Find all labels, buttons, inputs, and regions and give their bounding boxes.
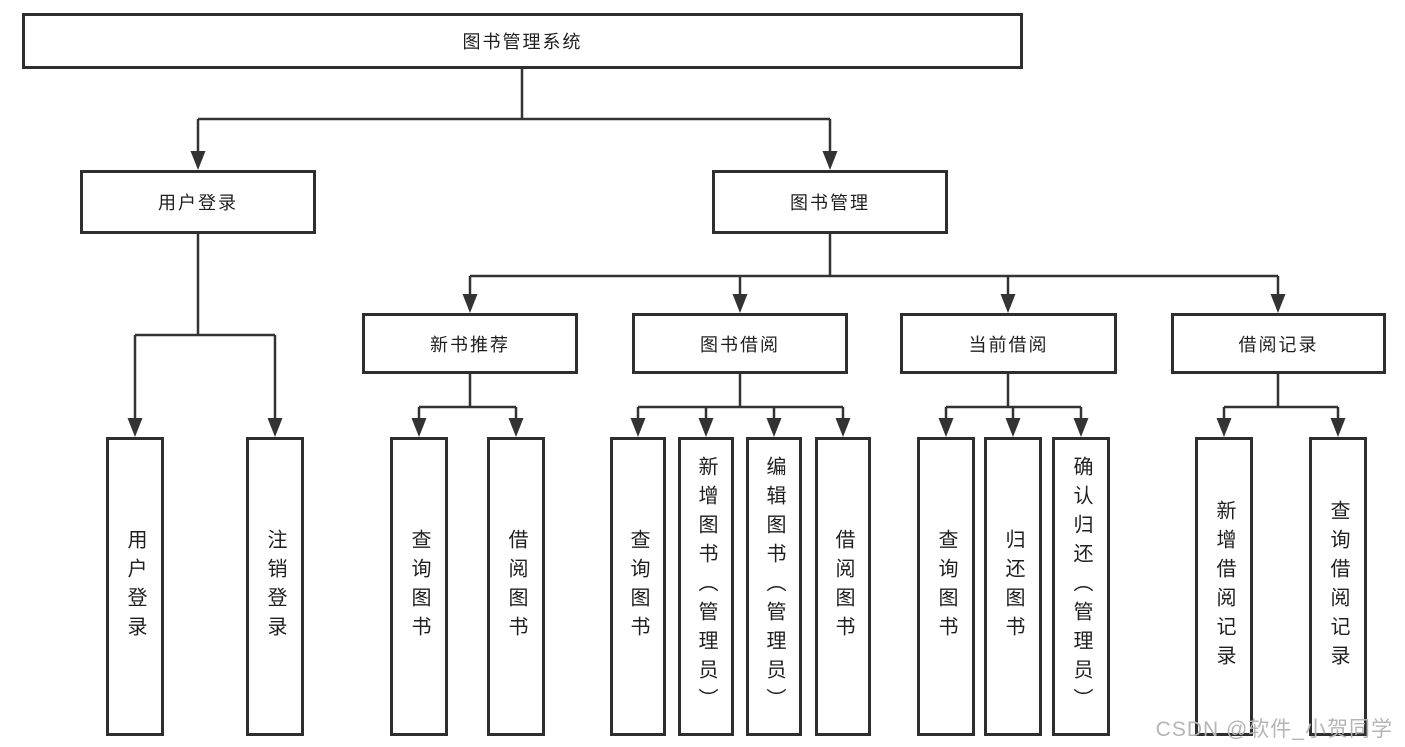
leaf-borrow-borrow-books-label: 借阅图书 [832,528,854,645]
leaf-newbook-borrow-books-label: 借阅图书 [505,528,527,645]
node-user-login-label: 用户登录 [158,193,238,213]
connector-userlogin-to-leaves [133,233,277,419]
connector-currentborrow-to-leaves [944,373,1083,419]
leaf-logout-label: 注销登录 [264,528,286,645]
leaf-user-login: 用户登录 [106,437,164,736]
leaf-borrow-query-books-label: 查询图书 [627,528,649,645]
leaf-records-query-record: 查询借阅记录 [1309,437,1367,736]
leaf-newbook-query-books: 查询图书 [390,437,448,736]
connector-root-to-level2 [196,68,832,152]
leaf-current-return-books-label: 归还图书 [1002,528,1024,645]
leaf-borrow-query-books: 查询图书 [610,437,666,736]
leaf-user-login-label: 用户登录 [124,528,146,645]
arrowheads [127,151,1346,437]
leaf-current-query-books: 查询图书 [917,437,975,736]
leaf-records-query-record-label: 查询借阅记录 [1327,499,1349,674]
connector-bookborrow-to-leaves [636,373,845,419]
leaf-newbook-query-books-label: 查询图书 [408,528,430,645]
connector-bookmgmt-to-level3 [468,233,1280,295]
node-new-book-recommendation-label: 新书推荐 [430,334,510,355]
node-borrowing-records: 借阅记录 [1171,313,1386,374]
node-current-borrowing: 当前借阅 [900,313,1117,374]
node-root: 图书管理系统 [22,13,1023,69]
leaf-current-confirm-return-label: 确认归还（管理员） [1070,456,1092,717]
node-user-login: 用户登录 [80,170,316,234]
node-book-management-label: 图书管理 [790,193,870,213]
leaf-current-confirm-return: 确认归还（管理员） [1052,437,1110,736]
connector-newbook-to-leaves [417,373,518,419]
leaf-records-add-record-label: 新增借阅记录 [1213,499,1235,674]
leaf-current-query-books-label: 查询图书 [935,528,957,645]
leaf-borrow-edit-books-label: 编辑图书（管理员） [763,456,785,717]
node-book-borrowing-label: 图书借阅 [700,334,780,355]
leaf-current-return-books: 归还图书 [984,437,1042,736]
node-new-book-recommendation: 新书推荐 [362,313,578,374]
node-borrowing-records-label: 借阅记录 [1238,334,1319,355]
leaf-borrow-add-books: 新增图书（管理员） [678,437,734,736]
leaf-newbook-borrow-books: 借阅图书 [487,437,545,736]
csdn-watermark: CSDN @软件_小贺同学 [1155,718,1393,741]
leaf-borrow-borrow-books: 借阅图书 [815,437,871,736]
leaf-records-add-record: 新增借阅记录 [1195,437,1253,736]
node-current-borrowing-label: 当前借阅 [968,334,1049,355]
leaf-borrow-add-books-label: 新增图书（管理员） [695,456,717,717]
node-book-borrowing: 图书借阅 [632,313,848,374]
connector-records-to-leaves [1222,373,1340,419]
node-root-label: 图书管理系统 [462,32,583,52]
node-book-management: 图书管理 [712,170,948,234]
leaf-logout: 注销登录 [246,437,304,736]
leaf-borrow-edit-books: 编辑图书（管理员） [746,437,802,736]
